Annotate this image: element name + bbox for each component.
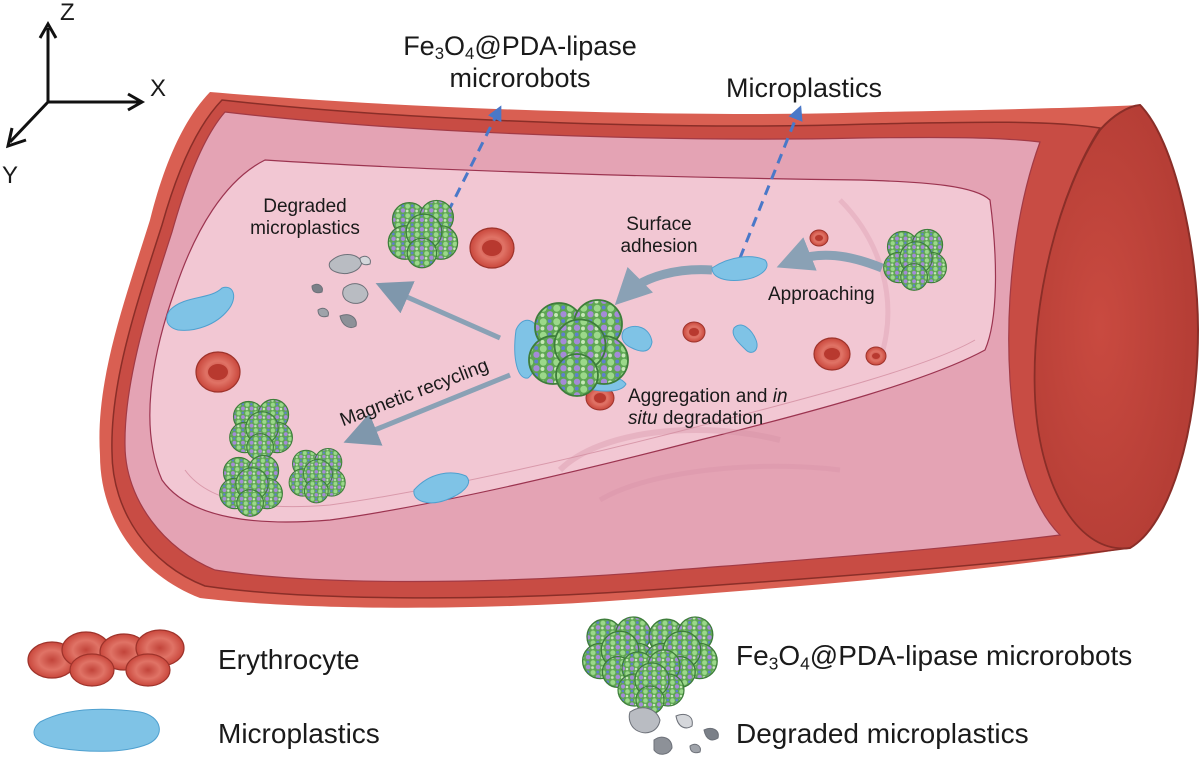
microrobots-title-rest: @PDA-lipase xyxy=(474,31,637,61)
microrobot-cluster xyxy=(528,299,629,397)
legend-microrobots-o: O xyxy=(778,640,801,671)
degraded-microplastics-in-vessel xyxy=(311,254,371,329)
erythrocyte xyxy=(813,337,851,371)
microrobot-cluster xyxy=(229,398,293,461)
microrobot-cluster xyxy=(387,199,459,269)
microrobots-title: Fe3O4@PDA-lipase microrobots xyxy=(375,30,665,94)
microrobots-title-sub2: 4 xyxy=(465,44,475,64)
vessel-fold-2 xyxy=(598,463,841,503)
legend-microrobot-icon xyxy=(581,616,718,715)
microplastic-particle xyxy=(711,256,768,281)
erythrocyte xyxy=(469,227,515,269)
aggregation-in: in xyxy=(772,386,788,407)
blood-vessel xyxy=(99,92,1200,608)
degradation-arrow xyxy=(375,281,502,341)
legend-microrobots-sub2: 4 xyxy=(800,653,810,674)
microplastic-particle xyxy=(166,286,235,331)
degraded-fragment xyxy=(317,307,329,318)
microrobots-title-fe: Fe xyxy=(403,31,435,61)
microplastic-particle xyxy=(413,472,469,504)
legend-microrobots-rest: @PDA-lipase microrobots xyxy=(809,640,1133,671)
y-axis-label: Y xyxy=(2,162,19,189)
aggregation-label: Aggregation and in situ degradation xyxy=(628,386,788,430)
vessel-fold-3 xyxy=(838,198,891,361)
erythrocyte xyxy=(682,321,706,343)
coordinate-axes xyxy=(5,20,146,149)
degraded-fragment xyxy=(342,283,369,304)
legend-microrobots-fe: Fe xyxy=(736,640,769,671)
degraded-fragment xyxy=(359,255,371,266)
microplastic-particle xyxy=(732,324,758,353)
degraded-fragment xyxy=(339,314,357,329)
legend-microrobots-label: Fe3O4@PDA-lipase microrobots xyxy=(736,640,1132,672)
microplastic-pointer-line xyxy=(738,105,803,259)
microrobots-title-sub1: 3 xyxy=(434,44,445,64)
microrobot-pointer-line xyxy=(446,105,502,213)
degraded-label-line2: microplastics xyxy=(250,218,360,239)
surface-adhesion-line1: Surface xyxy=(626,214,692,235)
adhesion-arrow xyxy=(614,265,713,306)
x-axis-label: X xyxy=(150,75,167,102)
surface-adhesion-label: Surface adhesion xyxy=(604,214,714,258)
magnetic-recycling-arrow xyxy=(343,372,511,446)
degraded-fragment xyxy=(311,283,323,294)
approaching-arrow xyxy=(776,237,884,273)
legend-microplastics-label: Microplastics xyxy=(218,718,380,749)
legend-erythrocyte-label: Erythrocyte xyxy=(218,644,360,675)
microplastic-adhered xyxy=(621,326,653,352)
erythrocyte xyxy=(195,351,241,393)
surface-adhesion-line2: adhesion xyxy=(620,236,698,257)
legend-microplastic-icon xyxy=(33,708,160,752)
aggregation-situ: situ xyxy=(628,408,658,429)
legend-microrobots-sub1: 3 xyxy=(768,653,779,674)
microrobot-cluster xyxy=(288,447,346,504)
approaching-label: Approaching xyxy=(768,284,875,305)
erythrocyte xyxy=(865,346,887,366)
vessel-fold-1 xyxy=(557,427,781,473)
legend-degraded-label: Degraded microplastics xyxy=(736,718,1029,749)
degraded-label: Degraded microplastics xyxy=(230,196,380,240)
erythrocyte xyxy=(809,229,829,247)
microrobot-cluster xyxy=(219,454,283,517)
aggregation-line1: Aggregation and xyxy=(628,386,773,407)
z-axis-label: Z xyxy=(60,0,75,26)
microrobots-title-o: O xyxy=(444,31,466,61)
legend-degraded-icon xyxy=(628,707,719,755)
aggregation-line2: degradation xyxy=(657,408,764,429)
y-axis-arrow xyxy=(8,100,50,144)
microplastics-title: Microplastics xyxy=(726,73,883,103)
legend-erythrocyte-icon xyxy=(27,629,185,687)
degraded-fragment xyxy=(328,254,363,275)
erythrocytes xyxy=(195,227,887,411)
microrobot-cluster xyxy=(883,228,947,291)
microrobots-title-line2: microrobots xyxy=(449,63,591,93)
degraded-label-line1: Degraded xyxy=(263,196,347,217)
